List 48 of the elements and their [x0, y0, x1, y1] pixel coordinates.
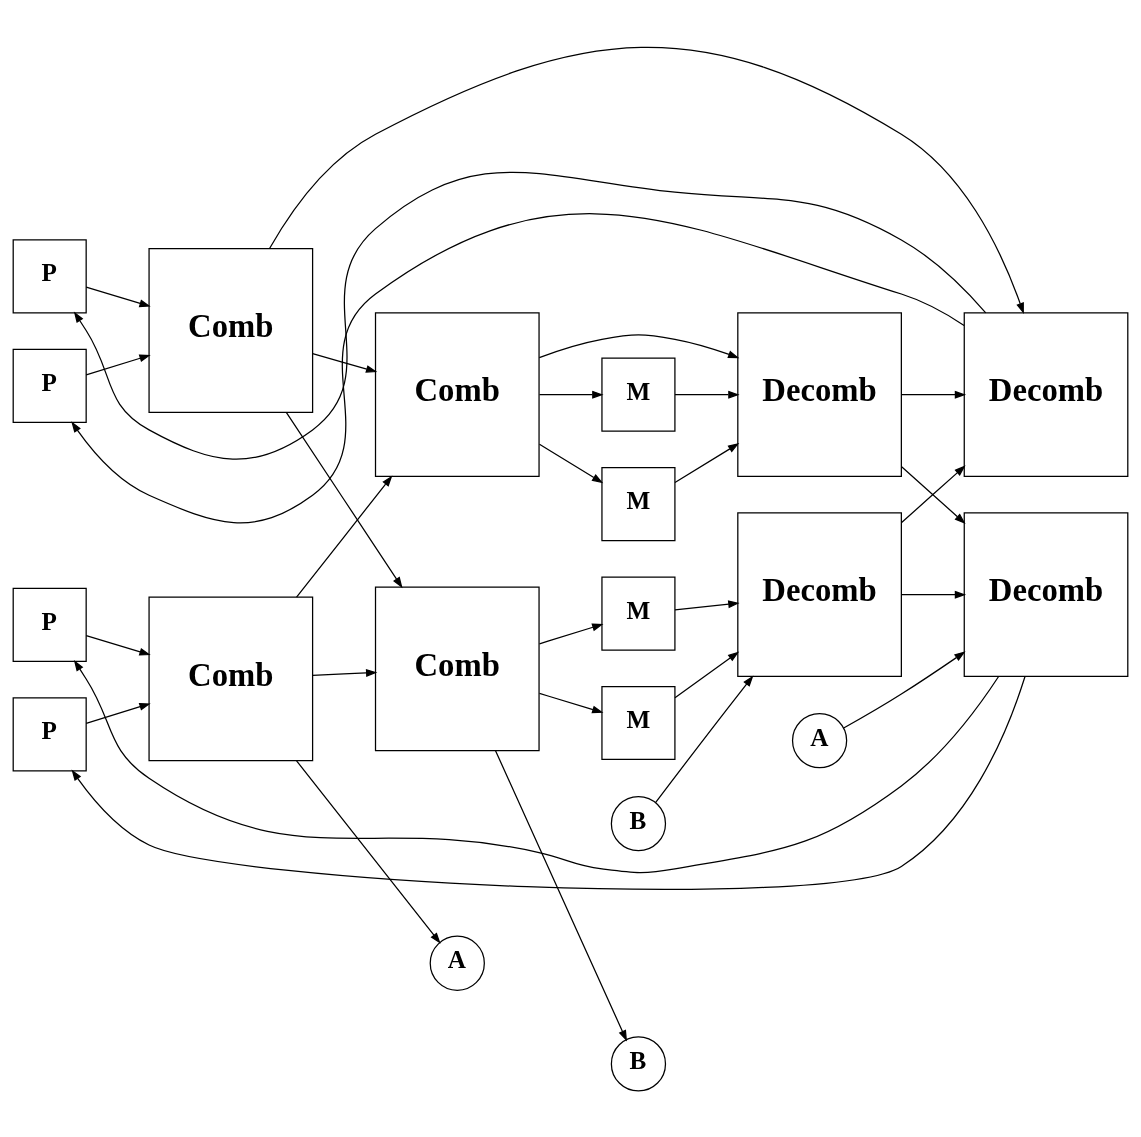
arrow — [538, 692, 604, 713]
node-box: Decomb — [963, 511, 1129, 677]
node-circle: B — [610, 1035, 667, 1092]
node-box: M — [601, 357, 676, 432]
node-box: Comb — [148, 247, 314, 413]
arrow — [85, 354, 151, 376]
node-box: Decomb — [963, 311, 1129, 477]
node-box: M — [601, 685, 676, 760]
arrow — [285, 411, 403, 588]
node-box: P — [12, 587, 87, 662]
node-box: Comb — [374, 586, 540, 751]
arrow — [674, 651, 740, 698]
arrow — [538, 443, 604, 483]
arrow — [312, 352, 378, 373]
node-circle: B — [610, 795, 667, 851]
arrow — [269, 46, 1024, 314]
node-box: Comb — [374, 311, 540, 477]
arrow — [73, 659, 1000, 873]
arrow — [538, 333, 740, 358]
arrow — [843, 650, 966, 729]
node-box: Decomb — [737, 511, 902, 677]
node-box: P — [12, 696, 87, 771]
arrow — [494, 749, 628, 1041]
arrow — [654, 674, 754, 803]
arrow — [538, 390, 604, 399]
arrow — [71, 675, 1026, 890]
arrow — [85, 285, 151, 307]
node-box: P — [12, 238, 87, 313]
node-circle: A — [429, 935, 485, 991]
node-circle: A — [791, 712, 848, 768]
node-box: P — [12, 348, 87, 423]
arrow — [538, 623, 604, 644]
arrow — [71, 212, 965, 523]
arrow — [674, 442, 740, 483]
arrow — [312, 668, 378, 677]
arrow — [85, 702, 151, 724]
node-box: Comb — [148, 596, 314, 761]
arrow — [900, 390, 967, 399]
arrow — [674, 599, 740, 610]
arrow — [295, 759, 441, 944]
arrow — [295, 474, 393, 598]
node-box: M — [601, 466, 676, 541]
node-box: M — [601, 575, 676, 651]
arrow — [674, 390, 740, 399]
arrow — [85, 634, 151, 656]
node-box: Decomb — [737, 311, 902, 477]
arrow — [73, 171, 987, 460]
arrow — [900, 590, 967, 599]
